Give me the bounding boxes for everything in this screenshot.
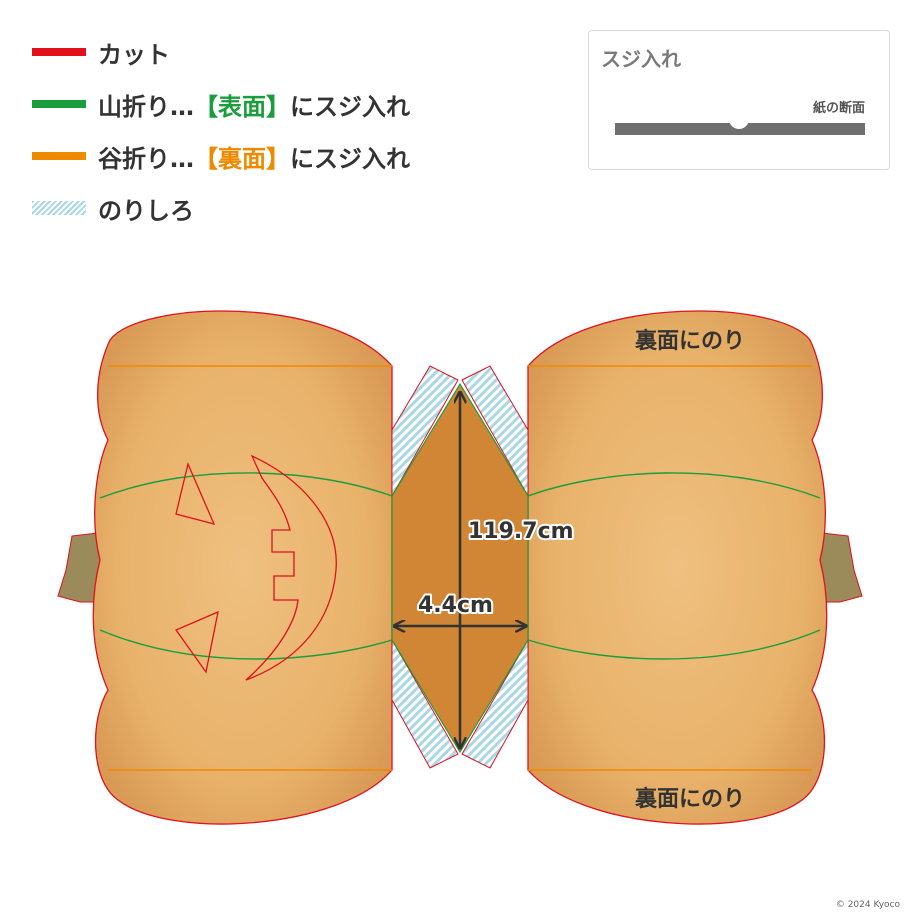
left-eye-cutout <box>175 461 216 525</box>
scoring-info-box: スジ入れ 紙の断面 <box>588 30 890 170</box>
mountain-fold-side: 【表面】 <box>194 92 290 121</box>
glue-label: のりしろ <box>98 196 194 225</box>
valley-fold-prefix: 谷折り… <box>98 144 194 173</box>
length-dimension-label: 119.7cm <box>468 519 574 544</box>
mountain-fold-suffix: にスジ入れ <box>290 92 410 121</box>
glue-tab-bottom-right <box>461 638 529 769</box>
valley-fold-side: 【裏面】 <box>194 144 290 173</box>
width-dimension-label: 4.4cm <box>418 593 493 618</box>
lower-eye-cutout <box>175 610 219 674</box>
glue-back-label-top: 裏面にのり <box>635 328 745 354</box>
mountain-fold-label: 山折り…【表面】にスジ入れ <box>98 87 410 122</box>
paper-cross-section-bar <box>615 123 865 135</box>
glue-tab-bottom-left <box>391 638 459 769</box>
glue-back-label-bottom: 裏面にのり <box>635 786 745 812</box>
mountain-fold-prefix: 山折り… <box>98 92 194 121</box>
legend-item-glue: のりしろ <box>32 190 552 226</box>
score-groove-notch <box>729 115 749 129</box>
mountain-fold-left-upper <box>99 472 393 499</box>
mountain-fold-right-upper <box>527 472 821 499</box>
legend-item-valley-fold: 谷折り…【裏面】にスジ入れ <box>32 138 552 174</box>
left-pumpkin-panel <box>92 310 393 825</box>
valley-fold-suffix: にスジ入れ <box>290 144 410 173</box>
valley-fold-swatch <box>32 152 86 160</box>
paper-cross-section-label: 紙の断面 <box>812 101 865 116</box>
cut-label: カット <box>98 40 170 69</box>
legend-item-cut: カット <box>32 34 552 70</box>
valley-fold-label: 谷折り…【裏面】にスジ入れ <box>98 139 410 174</box>
cut-line-swatch <box>32 48 86 56</box>
scoring-title: スジ入れ <box>601 47 681 71</box>
mouth-cutout <box>245 454 337 681</box>
glue-tab-top-left <box>391 365 459 498</box>
mountain-fold-swatch <box>32 100 86 108</box>
legend-item-mountain-fold: 山折り…【表面】にスジ入れ <box>32 86 552 122</box>
mountain-fold-right-lower <box>527 629 821 660</box>
glue-area-swatch <box>32 201 86 215</box>
copyright-notice: © 2024 Kyoco <box>835 900 900 910</box>
right-pumpkin-panel <box>527 310 828 825</box>
glue-tab-top-right <box>461 365 529 498</box>
mountain-fold-left-lower <box>99 629 393 660</box>
